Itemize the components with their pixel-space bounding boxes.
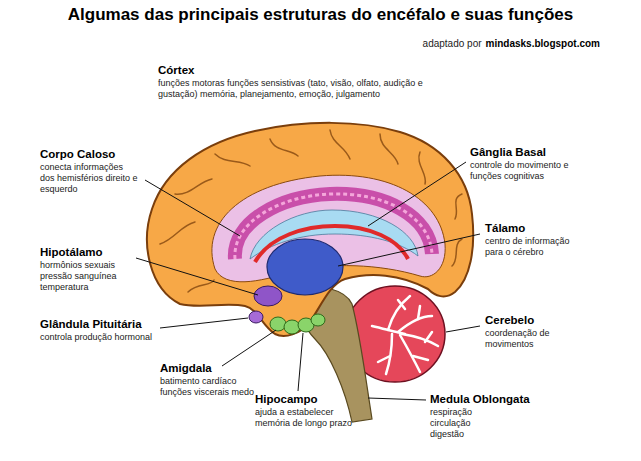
structure-name: Córtex: [158, 64, 194, 78]
diagram-title: Algumas das principais estruturas do enc…: [0, 5, 641, 25]
structure-name: Hipotálamo: [40, 246, 103, 260]
function-text: coordenação de movimentos: [485, 328, 557, 350]
function-text: ajuda a estabelecer memória de longo pra…: [255, 407, 365, 429]
structure-name: Corpo Caloso: [40, 148, 115, 162]
function-text: hormônios sexuais pressão sanguínea temp…: [40, 260, 130, 292]
cerebellum-tree: [372, 296, 438, 374]
structure-name: Hipocampo: [255, 393, 318, 407]
leader-line: [145, 180, 240, 236]
leader-line: [298, 333, 303, 391]
amygdala-shape: [270, 314, 325, 334]
function-text: controla produção hormonal: [40, 332, 152, 343]
leader-line: [446, 326, 480, 332]
structure-name: Medula Oblongata: [430, 393, 530, 407]
pituitary-shape: [249, 311, 263, 323]
structure-name: Gânglia Basal: [470, 146, 546, 160]
hypothalamus-shape: [254, 286, 282, 306]
leader-line: [368, 162, 466, 226]
structure-name: Cerebelo: [485, 314, 534, 328]
thalamus-shape: [267, 239, 343, 295]
structure-name: Glândula Pituitária: [40, 318, 142, 332]
function-text: batimento cardíaco funções viscerais med…: [160, 376, 255, 398]
leader-lines: [136, 162, 480, 400]
structure-name: Amigdala: [160, 362, 212, 376]
structure-name: Tálamo: [485, 222, 525, 236]
function-text: controle do movimento e funções cognitiv…: [470, 160, 578, 182]
leader-line: [368, 398, 426, 400]
leader-line: [136, 258, 258, 295]
function-text: respiração circulação digestão: [430, 407, 495, 439]
function-text: funções motoras funções sensistivas (tat…: [158, 78, 458, 100]
function-text: centro de informação para o cérebro: [485, 236, 590, 258]
credit-text: adaptado por: [423, 38, 482, 50]
leader-line: [338, 234, 480, 266]
leader-line: [222, 330, 276, 366]
credit-text: mindasks.blogspot.com: [486, 38, 600, 50]
cortex-shape: [147, 123, 473, 336]
function-text: conecta informações dos hemisférios dire…: [40, 162, 140, 194]
leader-line: [160, 318, 248, 328]
